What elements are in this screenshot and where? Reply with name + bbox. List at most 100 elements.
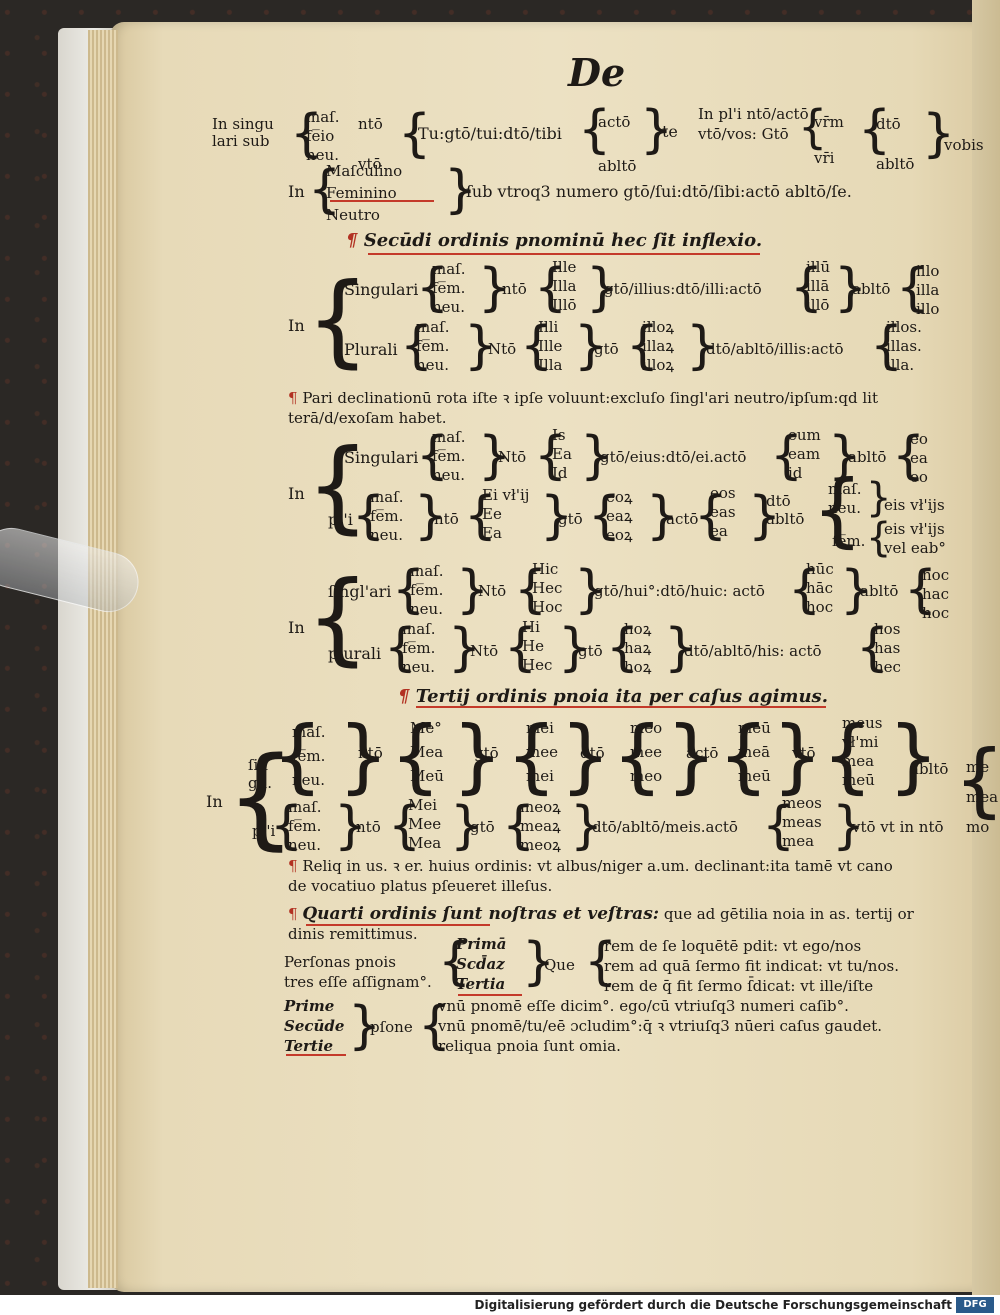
is-acto-pl: actō <box>666 510 699 528</box>
block1-lead: In singu lari sub <box>212 115 274 150</box>
brace: { <box>588 486 622 546</box>
red-underline <box>286 1054 346 1056</box>
meus-abl-partial: me mea mo <box>966 758 999 836</box>
ille-acc-pl: illos. illas. illa. <box>886 318 922 374</box>
brace: { <box>388 796 422 856</box>
footer-credit: Digitalisierung gefördert durch die Deut… <box>474 1298 952 1312</box>
prime-defs: vnū pnomē eſſe dicim°. ego/cū vtriuſq3 n… <box>438 997 882 1055</box>
brace: { <box>520 316 554 376</box>
brace: { <box>390 709 441 802</box>
brace: { <box>790 258 824 318</box>
meus-dat: meo mee meo <box>630 719 663 785</box>
brace: { <box>392 560 426 620</box>
meus-acc: meū meā meū <box>738 719 771 785</box>
meus-in: In <box>206 792 223 811</box>
brace: } <box>772 709 823 802</box>
meus-nom: Me° Mea Meū <box>410 719 444 785</box>
page-edges <box>88 30 118 1288</box>
brace: { <box>416 258 450 318</box>
hic-acc: hūc hāc hoc <box>806 560 834 616</box>
brace: { <box>398 104 432 164</box>
meus-acto: actō <box>686 744 719 762</box>
block1-genders: maſ. fe̅io neu. <box>306 108 340 164</box>
personas-que: Que <box>544 956 575 974</box>
brace: { <box>870 316 904 376</box>
book-page <box>110 22 1000 1292</box>
ille-in: In <box>288 316 305 335</box>
brace: { <box>306 559 370 676</box>
brace: } <box>334 796 368 856</box>
hic-genders: maſ. fe̅m. neu. <box>410 562 444 618</box>
brace: { <box>306 261 370 378</box>
meus-genders: maſ. fe̅m. neu. <box>292 723 326 789</box>
brace: { <box>534 426 568 486</box>
is-abl: eo ea eo <box>910 430 928 486</box>
brace: { <box>718 709 769 802</box>
brace: { <box>798 100 828 154</box>
brace: { <box>308 160 342 220</box>
brace: { <box>270 796 304 856</box>
personas-list: Primā Scd̄az Tertia <box>456 935 507 993</box>
brace: { <box>856 618 890 678</box>
is-gen-pl: eoꝝ eaꝝ eoꝝ <box>606 488 633 544</box>
hic-nom: Hic Hec Hoc <box>532 560 563 616</box>
brace: } <box>414 486 448 546</box>
brace: } <box>686 316 720 376</box>
hic-ablto: abltō <box>860 582 899 600</box>
brace: { <box>954 733 1000 826</box>
is-nom-pl: Ei vł'ij Ee Ea <box>482 486 530 542</box>
section-heading-2: ¶ Secūdi ordinis pnominū hec ſit inflexi… <box>346 230 763 251</box>
brace: } <box>452 709 503 802</box>
is-genders-pl: maſ. fe̅m. neu. <box>370 488 404 544</box>
brace: } <box>828 426 862 486</box>
ille-singulari: Singulari <box>344 280 419 299</box>
is-gto-pl: gtō <box>558 510 583 528</box>
section-heading-3: ¶ Tertij ordinis pnoia ita per caſus agi… <box>398 686 828 707</box>
is-fem: fe̅m. <box>832 532 866 550</box>
hic-gen: gtō/hui°:dtō/huic: actō <box>594 582 765 600</box>
brace: { <box>272 709 323 802</box>
meus-acc-pl: meos meas mea <box>782 794 822 850</box>
meus-nto-pl: ntō <box>356 818 381 836</box>
hic-gen-pl: hoꝝ haꝝ hoꝝ <box>624 620 652 676</box>
brace: { <box>694 486 728 546</box>
brace: } <box>558 618 592 678</box>
brace: } <box>478 426 512 486</box>
meus-ablto: abltō <box>910 760 949 778</box>
hic-singulari: ſingl'ari <box>328 582 392 601</box>
brace: } <box>448 618 482 678</box>
brace: { <box>418 996 452 1056</box>
is-nto-pl: ntō <box>434 510 459 528</box>
meus-dto: dtō <box>580 744 605 762</box>
brace: } <box>574 560 608 620</box>
is-eis1: eis vł'ijs <box>884 496 945 514</box>
hic-nto-pl: Ntō <box>470 642 499 660</box>
block1-acto-ablto: actō abltō <box>598 113 637 175</box>
personas-defs: rem de ſe loquētē pdit: vt ego/nos rem a… <box>604 937 899 995</box>
red-underline <box>458 994 522 996</box>
meus-dat-pl: dtō/abltō/meis.actō <box>592 818 738 836</box>
brace: { <box>578 100 612 160</box>
is-in: In <box>288 484 305 503</box>
is-singulari: Singulari <box>344 448 419 467</box>
dfg-logo: DFG <box>956 1297 994 1313</box>
brace: { <box>438 932 472 992</box>
brace: { <box>504 618 538 678</box>
ille-gen: gtō/illius:dtō/illi:actō <box>604 280 762 298</box>
brace: { <box>626 316 660 376</box>
brace: { <box>226 733 296 861</box>
brace: { <box>812 463 863 556</box>
block1-plural: In pl'i ntō/actō vtō/vos: Gtō <box>698 105 809 143</box>
hic-genders-pl: maſ. fe̅m. neu. <box>402 620 436 676</box>
brace: { <box>400 316 434 376</box>
ille-nto-pl: Ntō <box>488 340 517 358</box>
meus-gto: gtō <box>474 744 499 762</box>
prime-left: Prime Secūde Tertie <box>284 997 345 1055</box>
hic-abl: hoc hac hoc <box>922 566 950 622</box>
brace: } <box>834 258 868 318</box>
brace: } <box>570 796 604 856</box>
meus-vto: vtō <box>792 744 816 762</box>
brace: { <box>584 932 618 992</box>
block1-te: te <box>662 122 678 141</box>
brace: } <box>478 258 512 318</box>
